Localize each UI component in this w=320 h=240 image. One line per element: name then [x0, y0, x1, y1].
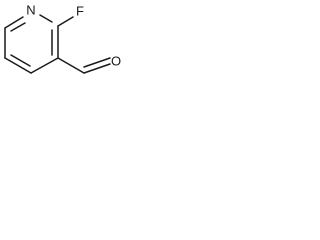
ring-bond-c6-n: [4, 16, 24, 29]
ring-bond-c4-c5: [4, 57, 32, 74]
atom-label-oxygen: O: [111, 54, 121, 69]
bond-cho-o-a: [83, 63, 111, 74]
bond-cho-o-b: [83, 57, 111, 68]
bond-c2-f: [57, 16, 74, 27]
atom-label-fluorine: F: [76, 4, 84, 19]
ring-bond-n-c2: [39, 14, 53, 23]
atom-label-nitrogen: N: [26, 3, 35, 18]
chemical-structure-diagram: N F O: [4, 3, 121, 74]
ring-bond-c4-c5-inner: [10, 54, 31, 67]
ring-bond-c6-n-inner: [10, 22, 26, 32]
ring-bond-c3-c4: [30, 57, 59, 74]
bond-c3-cho: [57, 57, 85, 74]
